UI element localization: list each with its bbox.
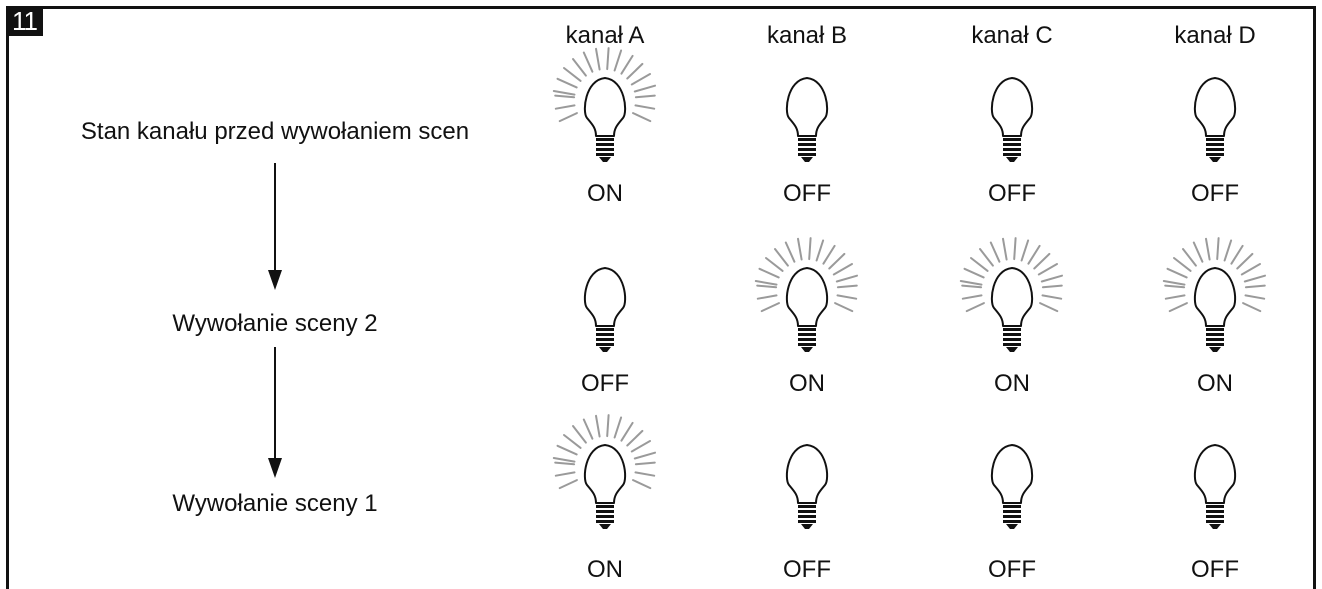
lightbulb-on-icon — [959, 237, 1063, 352]
state-label-d-scene-1: OFF — [1191, 556, 1239, 583]
bulb-body — [583, 267, 627, 352]
lightbulb-off-icon — [785, 444, 829, 529]
light-rays — [959, 237, 1063, 313]
lightbulb-off-icon — [583, 267, 627, 352]
column-header-c: kanał C — [971, 22, 1053, 49]
light-rays — [552, 47, 656, 123]
bulb-body — [1193, 267, 1237, 352]
state-label-a-scene-1: ON — [587, 556, 623, 583]
column-header-a: kanał A — [565, 22, 645, 49]
bulb-body — [583, 77, 627, 162]
lightbulb-on-icon — [552, 414, 656, 529]
frame-left-border — [6, 6, 9, 589]
state-label-b-initial: OFF — [783, 180, 831, 207]
bulb-body — [1193, 444, 1237, 529]
frame-right-border — [1313, 6, 1316, 589]
light-rays — [552, 414, 656, 490]
column-header-d: kanał D — [1174, 22, 1256, 49]
row-label-scene-1: Wywołanie sceny 1 — [172, 490, 378, 517]
state-label-c-scene-2: ON — [994, 370, 1030, 397]
light-rays — [754, 237, 858, 313]
lightbulb-off-icon — [1193, 444, 1237, 529]
arrow-down-icon — [268, 347, 282, 478]
light-rays — [1162, 237, 1266, 313]
bulb-body — [785, 444, 829, 529]
state-label-a-initial: ON — [587, 180, 623, 207]
lightbulb-off-icon — [990, 444, 1034, 529]
bulb-body — [990, 77, 1034, 162]
lightbulb-off-icon — [990, 77, 1034, 162]
lightbulb-on-icon — [1162, 237, 1266, 352]
state-label-d-scene-2: ON — [1197, 370, 1233, 397]
bulb-body — [990, 267, 1034, 352]
state-label-a-scene-2: OFF — [581, 370, 629, 397]
column-header-b: kanał B — [766, 22, 848, 49]
bulb-body — [785, 267, 829, 352]
lightbulb-off-icon — [785, 77, 829, 162]
lightbulb-on-icon — [754, 237, 858, 352]
bulb-body — [785, 77, 829, 162]
state-label-d-initial: OFF — [1191, 180, 1239, 207]
bulb-body — [1193, 77, 1237, 162]
bulb-body — [583, 444, 627, 529]
bulb-body — [990, 444, 1034, 529]
state-label-b-scene-1: OFF — [783, 556, 831, 583]
state-label-b-scene-2: ON — [789, 370, 825, 397]
state-label-c-initial: OFF — [988, 180, 1036, 207]
frame-top-border — [6, 6, 1316, 9]
arrow-down-icon — [268, 163, 282, 290]
state-label-c-scene-1: OFF — [988, 556, 1036, 583]
figure-number-badge: 11 — [6, 6, 43, 36]
lightbulb-on-icon — [552, 47, 656, 162]
lightbulb-off-icon — [1193, 77, 1237, 162]
row-label-scene-2: Wywołanie sceny 2 — [172, 310, 378, 337]
row-label-initial-state: Stan kanału przed wywołaniem scen — [80, 118, 470, 145]
